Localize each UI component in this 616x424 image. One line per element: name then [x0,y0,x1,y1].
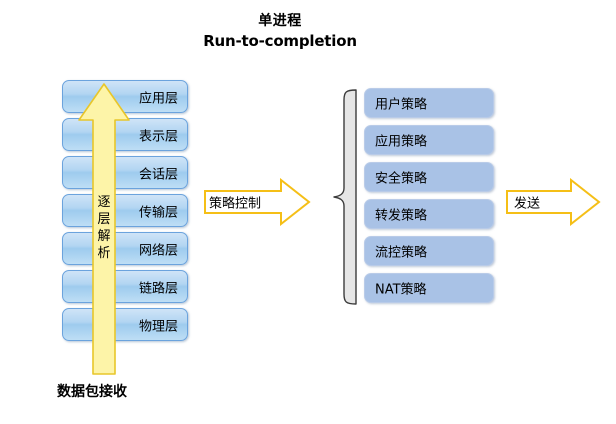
layer-label-application: 应用层 [138,91,178,106]
up-arrow-label: 逐 层 解 析 [76,194,132,262]
osi-layer-stack: 应用层 表示层 会话层 传输层 网络层 链路层 物理层 [62,80,190,344]
up-arrow-char-2: 层 [97,212,111,227]
policy-box-stack: 用户策略 应用策略 安全策略 转发策略 流控策略 NAT策略 [364,88,496,306]
diagram-title: 单进程 Run-to-completion [160,12,400,51]
layer-label-transport: 传输层 [138,205,178,220]
layer-label-network: 网络层 [138,243,178,258]
policy-box-forwarding[interactable]: 转发策略 [364,199,494,229]
policy-box-application[interactable]: 应用策略 [364,125,494,155]
curly-brace-icon [322,88,358,306]
policy-label-flow-control: 流控策略 [375,245,428,261]
layer-label-datalink: 链路层 [138,281,178,296]
up-arrow-char-1: 逐 [97,195,111,210]
layer-box-session[interactable]: 会话层 [62,156,188,189]
policy-control-arrow-label: 策略控制 [209,196,262,212]
layer-box-network[interactable]: 网络层 [62,232,188,265]
layer-label-session: 会话层 [138,167,178,182]
layer-label-presentation: 表示层 [138,129,178,144]
up-arrow-char-4: 析 [97,246,111,261]
policy-label-security: 安全策略 [375,171,428,187]
layer-box-physical[interactable]: 物理层 [62,308,188,341]
layer-label-physical: 物理层 [138,319,178,334]
layer-box-transport[interactable]: 传输层 [62,194,188,227]
policy-label-nat: NAT策略 [375,282,427,298]
up-arrow-icon: 逐 层 解 析 [76,82,132,376]
policy-label-user: 用户策略 [375,97,428,113]
up-arrow-char-3: 解 [97,229,111,244]
policy-label-application: 应用策略 [375,134,428,150]
policy-box-nat[interactable]: NAT策略 [364,273,494,303]
policy-box-security[interactable]: 安全策略 [364,162,494,192]
policy-control-arrow: 策略控制 [203,178,311,226]
title-line-chinese: 单进程 [258,13,302,29]
policy-label-forwarding: 转发策略 [375,208,428,224]
title-line-english: Run-to-completion [203,31,357,50]
layer-box-application[interactable]: 应用层 [62,80,188,113]
policy-box-flow-control[interactable]: 流控策略 [364,236,494,266]
policy-box-user[interactable]: 用户策略 [364,88,494,118]
send-arrow: 发送 [505,178,601,226]
layer-box-presentation[interactable]: 表示层 [62,118,188,151]
layer-box-datalink[interactable]: 链路层 [62,270,188,303]
send-arrow-label: 发送 [514,196,541,212]
packet-receive-caption: 数据包接收 [57,384,127,400]
